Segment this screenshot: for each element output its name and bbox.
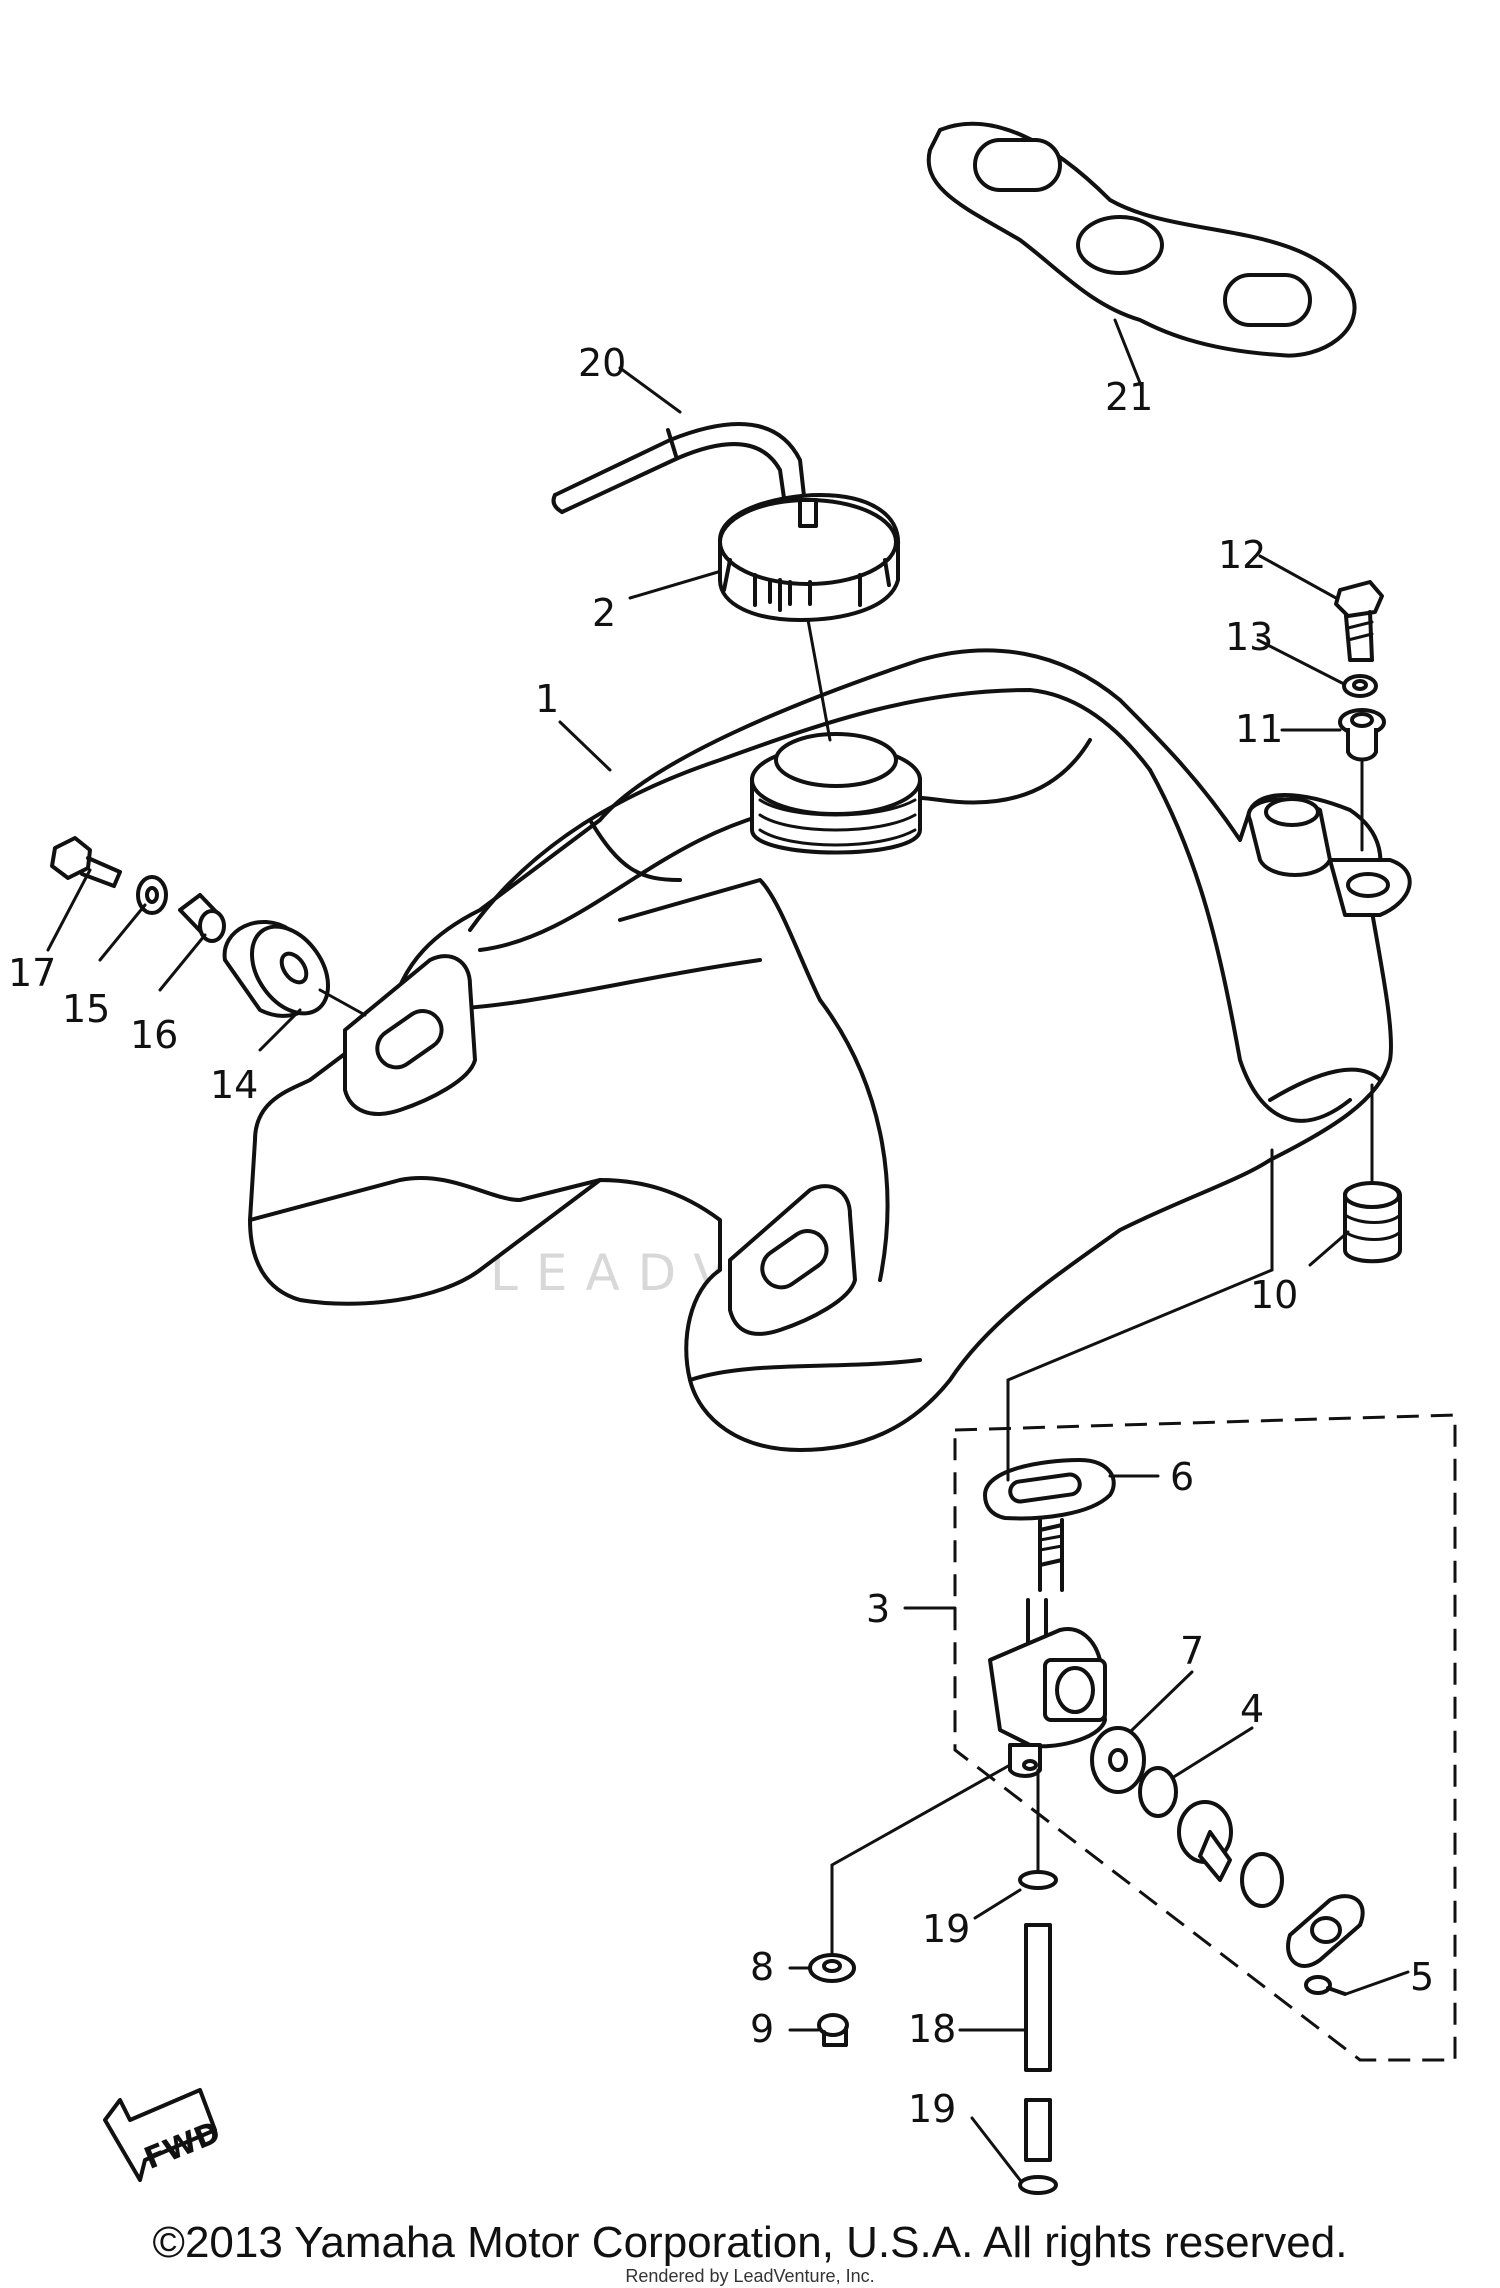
part-20-hose xyxy=(551,422,807,514)
part-2-fuel-cap xyxy=(718,493,901,622)
part-9-screw xyxy=(817,2013,849,2047)
part-19-clip-upper xyxy=(1018,1870,1058,1890)
part-1-fuel-tank xyxy=(248,648,1412,1452)
part-8-washer xyxy=(808,1953,856,1983)
part-13-washer xyxy=(1342,674,1378,698)
label-21: 21 xyxy=(1105,375,1153,419)
rendered-by-text: Rendered by LeadVenture, Inc. xyxy=(625,2266,875,2286)
label-18: 18 xyxy=(908,2007,956,2051)
lever xyxy=(1177,1800,1233,1882)
part-5-screw xyxy=(1304,1975,1347,1996)
part-21-plate xyxy=(926,121,1357,358)
label-16: 16 xyxy=(130,1013,178,1057)
part-4-o-ring xyxy=(1138,1766,1178,1818)
label-15: 15 xyxy=(62,987,110,1031)
label-20: 20 xyxy=(578,341,626,385)
part-11-collar xyxy=(1338,708,1386,762)
label-12: 12 xyxy=(1218,533,1266,577)
label-19-upper: 19 xyxy=(922,1907,970,1951)
label-2: 2 xyxy=(592,591,616,635)
label-4: 4 xyxy=(1240,1687,1264,1731)
label-5: 5 xyxy=(1410,1955,1434,1999)
label-8: 8 xyxy=(750,1945,774,1989)
part-10-grommet xyxy=(1343,1181,1402,1264)
label-11: 11 xyxy=(1235,707,1283,751)
part-18-hose xyxy=(1024,1923,1052,2072)
part-16-collar xyxy=(178,893,226,943)
label-19-lower: 19 xyxy=(908,2087,956,2131)
copyright-text: ©2013 Yamaha Motor Corporation, U.S.A. A… xyxy=(152,2218,1348,2267)
leader-lines xyxy=(46,318,1410,2182)
label-3: 3 xyxy=(866,1587,890,1631)
label-9: 9 xyxy=(750,2007,774,2051)
part-3-fuel-cock xyxy=(988,1518,1107,1778)
part-15-washer xyxy=(136,875,168,915)
part-6-gasket xyxy=(983,1458,1116,1521)
label-17: 17 xyxy=(8,951,56,995)
part-19-clip-lower xyxy=(1018,2098,1058,2195)
fwd-arrow: FWD xyxy=(103,2088,225,2182)
part-labels: 1 2 3 4 5 6 7 8 9 10 11 12 13 14 15 16 1… xyxy=(8,341,1434,2131)
part-12-bolt xyxy=(1334,580,1384,662)
label-1: 1 xyxy=(535,677,559,721)
label-7: 7 xyxy=(1180,1629,1204,1673)
label-14: 14 xyxy=(210,1063,258,1107)
part-3-assembly-box xyxy=(953,1413,1457,2062)
o-ring-2 xyxy=(1240,1852,1284,1908)
label-10: 10 xyxy=(1250,1273,1298,1317)
label-6: 6 xyxy=(1170,1455,1194,1499)
part-17-bolt xyxy=(50,836,122,888)
part-7-seal xyxy=(1090,1726,1146,1794)
part-14-grommet xyxy=(222,919,331,1018)
label-13: 13 xyxy=(1225,615,1273,659)
cover-plate xyxy=(1286,1894,1365,1968)
